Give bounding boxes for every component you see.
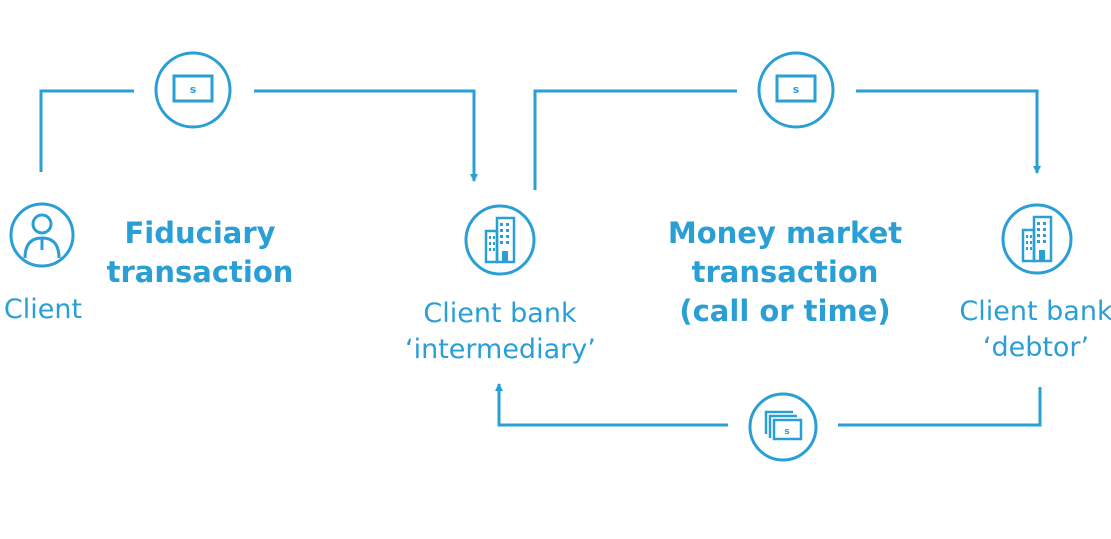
banknote-icon: s [757, 51, 835, 129]
fiduciary-transaction-label: Fiduciary transaction [100, 214, 300, 292]
intermediary-bank-label-line2: ‘intermediary’ [405, 334, 596, 365]
svg-text:s: s [784, 427, 789, 437]
money-market-transaction-line1: Money market [667, 216, 903, 250]
intermediary-bank-label: Client bank ‘intermediary’ [405, 296, 596, 368]
bank-building-icon [1001, 203, 1073, 275]
money-market-transaction-line3: (call or time) [679, 294, 891, 328]
money-market-transaction-label: Money market transaction (call or time) [650, 214, 920, 331]
debtor-bank-label: Client bank ‘debtor’ [951, 294, 1111, 366]
fiduciary-transaction-line1: Fiduciary [124, 216, 276, 250]
debtor-bank-label-line1: Client bank [959, 296, 1111, 327]
flow-arrow-client-to-intermediary [254, 89, 478, 182]
flow-line-client-to-intermediary [39, 89, 134, 172]
svg-text:s: s [190, 83, 197, 96]
bank-building-icon [464, 204, 536, 276]
flow-arrow-intermediary-to-debtor [856, 89, 1041, 174]
svg-text:s: s [793, 83, 800, 96]
fiduciary-transaction-line2: transaction [106, 255, 294, 289]
money-market-transaction-line2: transaction [691, 255, 879, 289]
stacked-banknotes-icon: s [748, 392, 818, 462]
flow-arrow-debtor-to-intermediary [495, 383, 728, 427]
intermediary-bank-label-line1: Client bank [423, 298, 577, 329]
debtor-bank-label-line2: ‘debtor’ [982, 332, 1090, 363]
flow-line-intermediary-to-debtor [533, 89, 737, 190]
person-icon [9, 202, 75, 268]
flow-line-debtor-to-intermediary [838, 387, 1042, 427]
client-label: Client [0, 292, 86, 328]
client-label-text: Client [3, 294, 83, 325]
banknote-icon: s [154, 51, 232, 129]
